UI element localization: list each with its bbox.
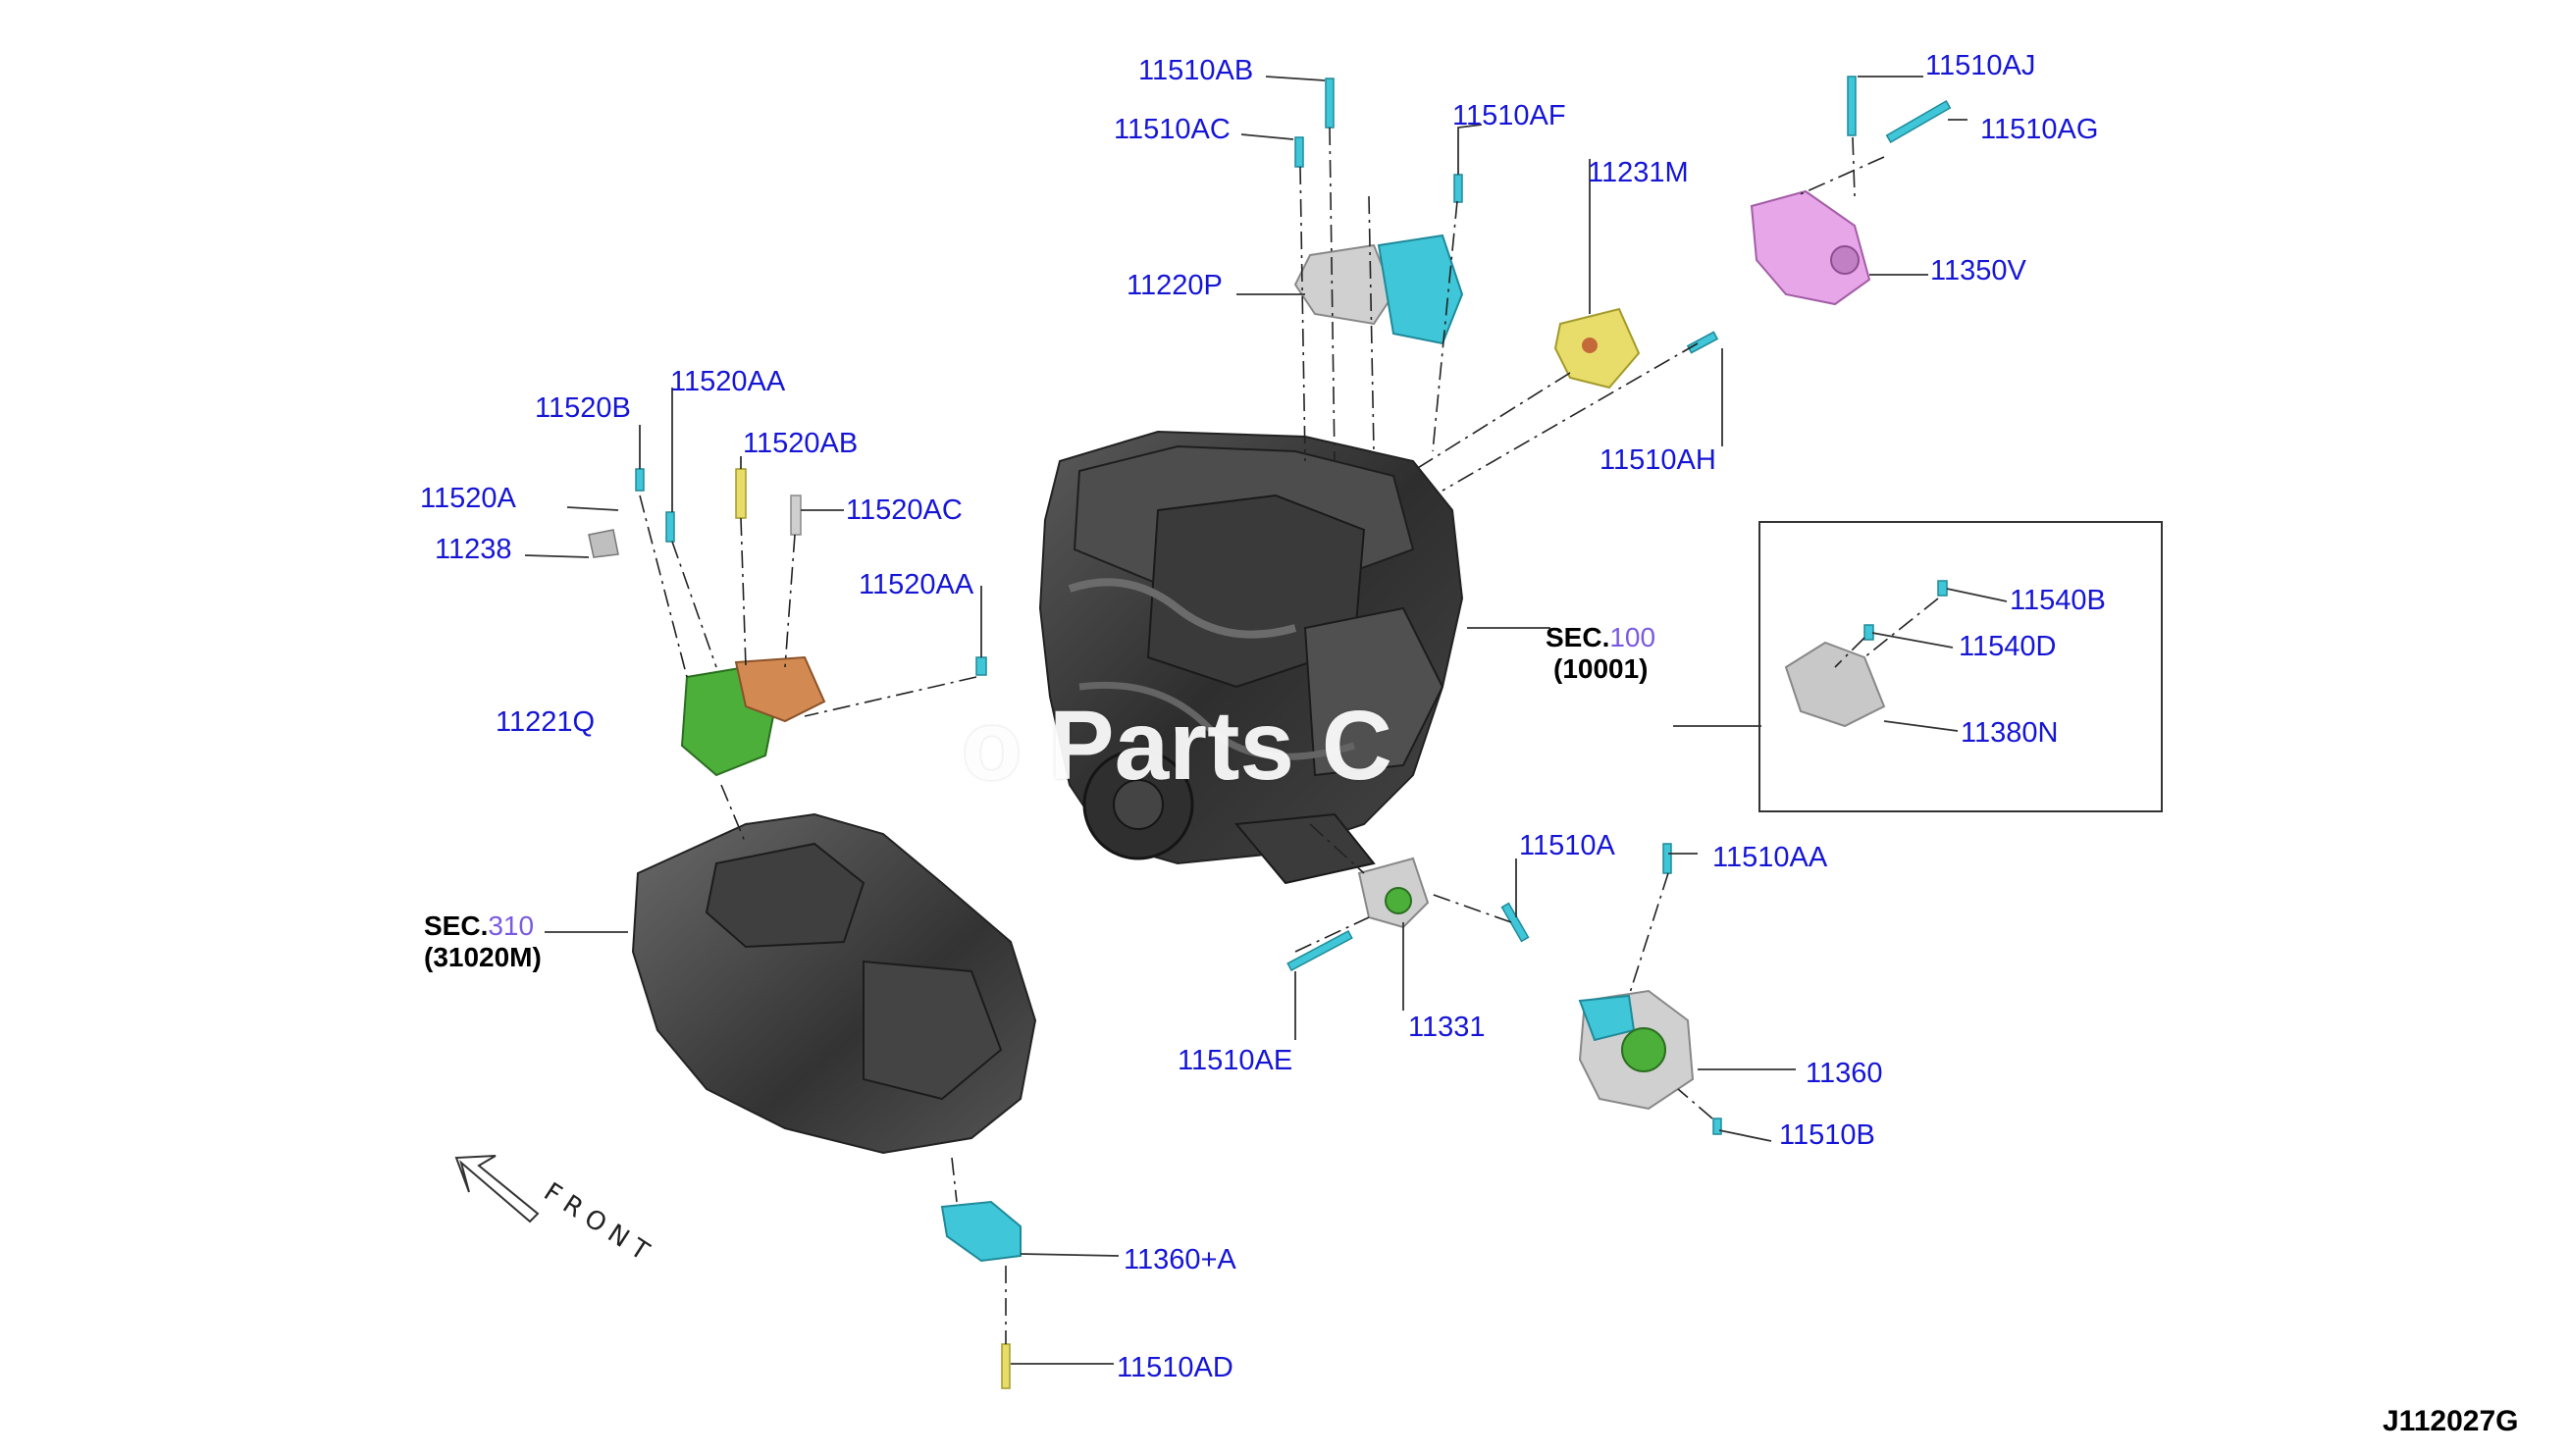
label-11510AF[interactable]: 11510AF [1452, 100, 1566, 131]
label-11520AA-lower[interactable]: 11520AA [859, 569, 974, 600]
label-11520A[interactable]: 11520A [420, 483, 516, 514]
leader-lines [524, 76, 2008, 1365]
engine-assembly [1038, 430, 1464, 885]
label-11510AC[interactable]: 11510AC [1114, 114, 1231, 145]
label-11350V[interactable]: 11350V [1930, 255, 2026, 286]
label-11520B[interactable]: 11520B [535, 392, 631, 424]
section-ref-code: (10001) [1553, 653, 1649, 685]
label-11510B[interactable]: 11510B [1779, 1119, 1875, 1151]
transmission-assembly [631, 812, 1037, 1155]
front-arrow-icon [454, 1155, 540, 1223]
label-11380N[interactable]: 11380N [1961, 717, 2059, 749]
label-11510AH[interactable]: 11510AH [1600, 444, 1716, 476]
label-11520AA[interactable]: 11520AA [670, 366, 786, 397]
diagram-code: J112027G [2383, 1405, 2519, 1437]
label-11520AB[interactable]: 11520AB [743, 428, 859, 459]
section-ref-transmission[interactable]: SEC.310 (31020M) [424, 910, 542, 973]
label-11220P[interactable]: 11220P [1127, 270, 1223, 301]
section-ref-code: (31020M) [424, 942, 542, 973]
label-11360A[interactable]: 11360+A [1124, 1244, 1236, 1275]
label-11510AD[interactable]: 11510AD [1117, 1352, 1233, 1383]
label-11510AA[interactable]: 11510AA [1712, 842, 1828, 873]
label-11231M[interactable]: 11231M [1588, 157, 1689, 188]
label-11238[interactable]: 11238 [435, 534, 512, 565]
mount-11231M [1553, 307, 1641, 390]
section-prefix: SEC. [424, 910, 489, 941]
label-11510AJ[interactable]: 11510AJ [1925, 50, 2036, 81]
label-11510A[interactable]: 11510A [1519, 830, 1615, 861]
mount-11220P [1293, 234, 1464, 345]
label-11510AE[interactable]: 11510AE [1178, 1045, 1293, 1076]
dashed-assembly-lines [639, 127, 1939, 1344]
label-11510AG[interactable]: 11510AG [1980, 114, 2099, 145]
label-11520AC[interactable]: 11520AC [846, 494, 963, 526]
label-11360[interactable]: 11360 [1806, 1058, 1883, 1089]
section-ref-engine[interactable]: SEC.100 (10001) [1546, 622, 1655, 685]
mount-11221Q [680, 655, 826, 777]
label-11510AB[interactable]: 11510AB [1138, 55, 1254, 86]
section-number: 310 [488, 910, 535, 941]
detail-box-11380N [1758, 521, 2163, 812]
section-number: 100 [1609, 622, 1656, 652]
section-prefix: SEC. [1546, 622, 1610, 652]
mount-11331 [1357, 857, 1430, 929]
bracket-11238 [588, 529, 619, 558]
label-11540B[interactable]: 11540B [2010, 585, 2106, 616]
mount-11360A [940, 1200, 1022, 1263]
watermark: o Parts C [962, 691, 1393, 801]
label-11540D[interactable]: 11540D [1959, 631, 2057, 662]
mount-11350V [1750, 189, 1871, 306]
mount-11360 [1578, 989, 1695, 1111]
label-11331[interactable]: 11331 [1408, 1012, 1486, 1043]
label-11221Q[interactable]: 11221Q [496, 706, 596, 738]
